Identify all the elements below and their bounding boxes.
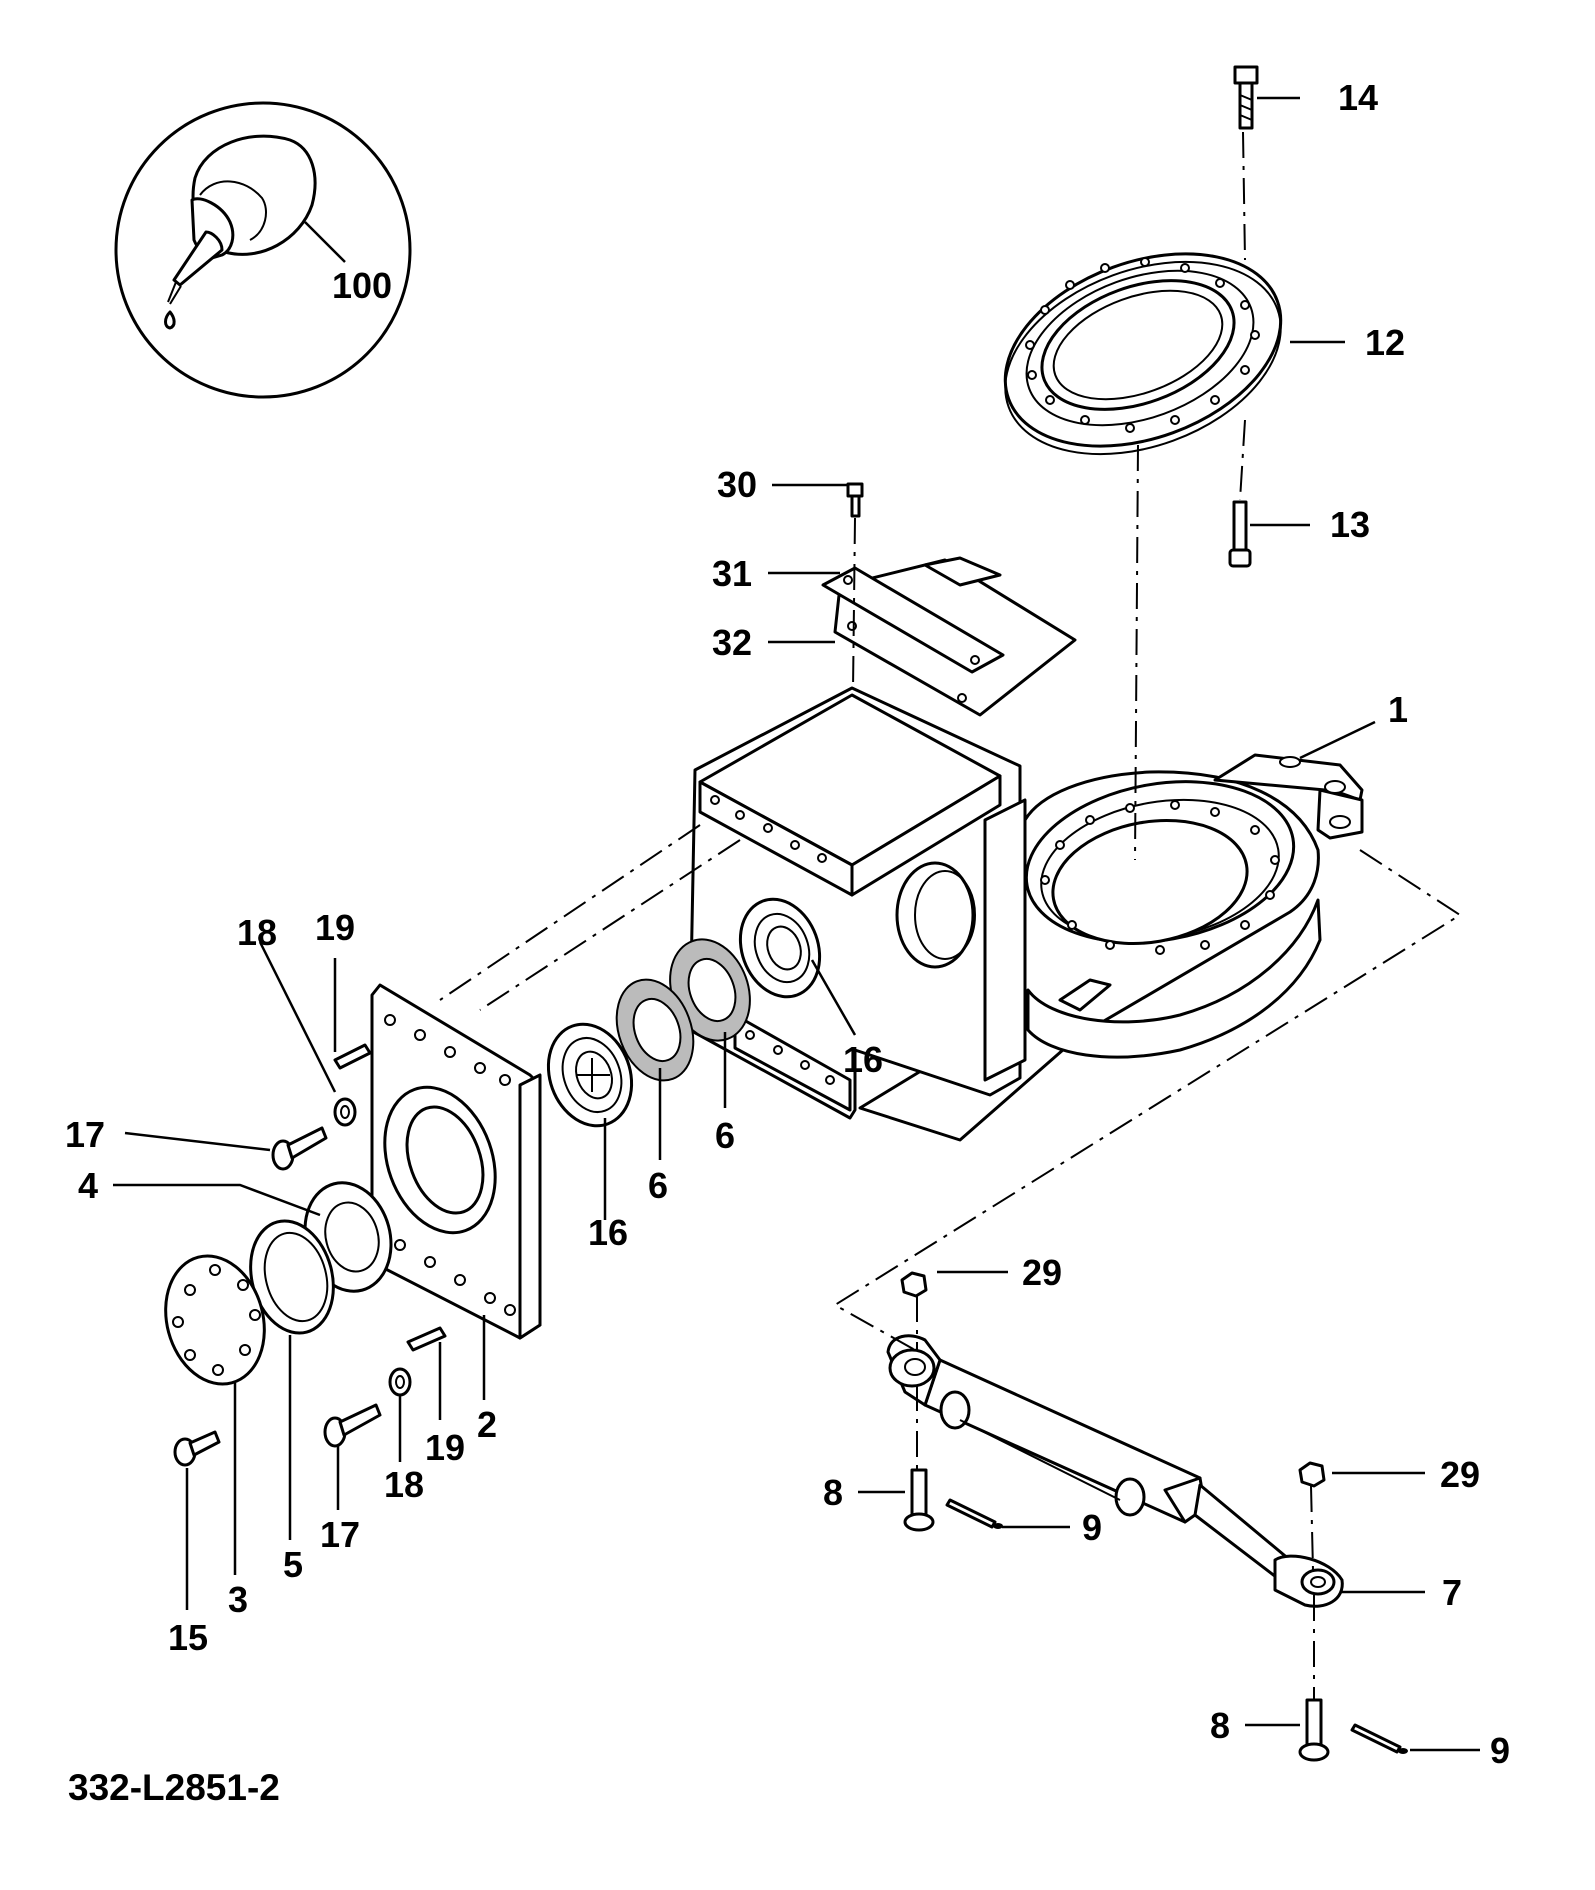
callout-31: 31 [712, 553, 752, 594]
callout-18-upper: 18 [237, 912, 277, 953]
cotter-9-upper [945, 1498, 1003, 1529]
callout-2: 2 [477, 1404, 497, 1445]
slewing-ring [1003, 252, 1283, 456]
bearing-16-left [546, 1022, 634, 1128]
bolt-30 [846, 482, 864, 518]
pin-8-lower [1298, 1698, 1330, 1762]
bolt-15 [173, 1430, 221, 1467]
washer-5 [249, 1219, 335, 1335]
callout-13: 13 [1330, 504, 1370, 545]
callout-32: 32 [712, 622, 752, 663]
seal-6-left [615, 978, 695, 1082]
cotter-9-lower [1350, 1723, 1408, 1754]
leader-lines [113, 96, 1480, 1752]
strip-plate-31 [821, 566, 1005, 674]
callout-8-lower: 8 [1210, 1705, 1230, 1746]
callout-5: 5 [283, 1544, 303, 1585]
callout-29-upper: 29 [1022, 1252, 1062, 1293]
washer-18-lower [388, 1367, 412, 1397]
nut-29-upper [900, 1271, 928, 1298]
callout-15: 15 [168, 1617, 208, 1658]
bolt-17-upper [271, 1126, 328, 1171]
pin-19-lower [406, 1326, 447, 1352]
callout-7: 7 [1442, 1572, 1462, 1613]
pin-19-upper [333, 1043, 372, 1070]
bolt-13 [1228, 500, 1252, 568]
drawing-reference: 332-L2851-2 [68, 1767, 280, 1808]
callout-4: 4 [78, 1165, 98, 1206]
cylinder-7 [886, 1334, 1344, 1608]
washer-18-upper [333, 1097, 357, 1127]
callout-17-lower: 17 [320, 1514, 360, 1555]
main-bracket-1 [688, 686, 1364, 1142]
callout-16-right: 16 [843, 1039, 883, 1080]
washer-4 [303, 1181, 393, 1293]
callout-14: 14 [1338, 77, 1378, 118]
callout-19-upper: 19 [315, 907, 355, 948]
callout-100: 100 [332, 265, 392, 306]
callout-18-lower: 18 [384, 1464, 424, 1505]
end-cover-3 [164, 1254, 266, 1386]
callout-9-lower: 9 [1490, 1730, 1510, 1771]
bolt-14 [1233, 65, 1259, 130]
callout-19-lower: 19 [425, 1427, 465, 1468]
center-lines [439, 131, 1462, 1700]
callout-17-upper: 17 [65, 1114, 105, 1155]
callout-9-upper: 9 [1082, 1507, 1102, 1548]
callout-1: 1 [1388, 689, 1408, 730]
callout-29-lower: 29 [1440, 1454, 1480, 1495]
seal-6-right [669, 938, 751, 1042]
nut-29-lower [1298, 1461, 1326, 1488]
callout-8-upper: 8 [823, 1472, 843, 1513]
callout-6-left: 6 [648, 1165, 668, 1206]
callout-12: 12 [1365, 322, 1405, 363]
callouts: 100 14 12 13 30 31 32 1 18 19 16 6 17 4 … [65, 77, 1510, 1771]
adhesive-inset [114, 101, 412, 399]
callout-16-left: 16 [588, 1212, 628, 1253]
bearing-16-right [738, 897, 822, 999]
pin-8-upper [903, 1468, 935, 1532]
callout-30: 30 [717, 464, 757, 505]
flange-plate-2 [370, 983, 542, 1340]
callout-6-right: 6 [715, 1115, 735, 1156]
callout-3: 3 [228, 1579, 248, 1620]
bolt-17-lower [323, 1403, 382, 1448]
